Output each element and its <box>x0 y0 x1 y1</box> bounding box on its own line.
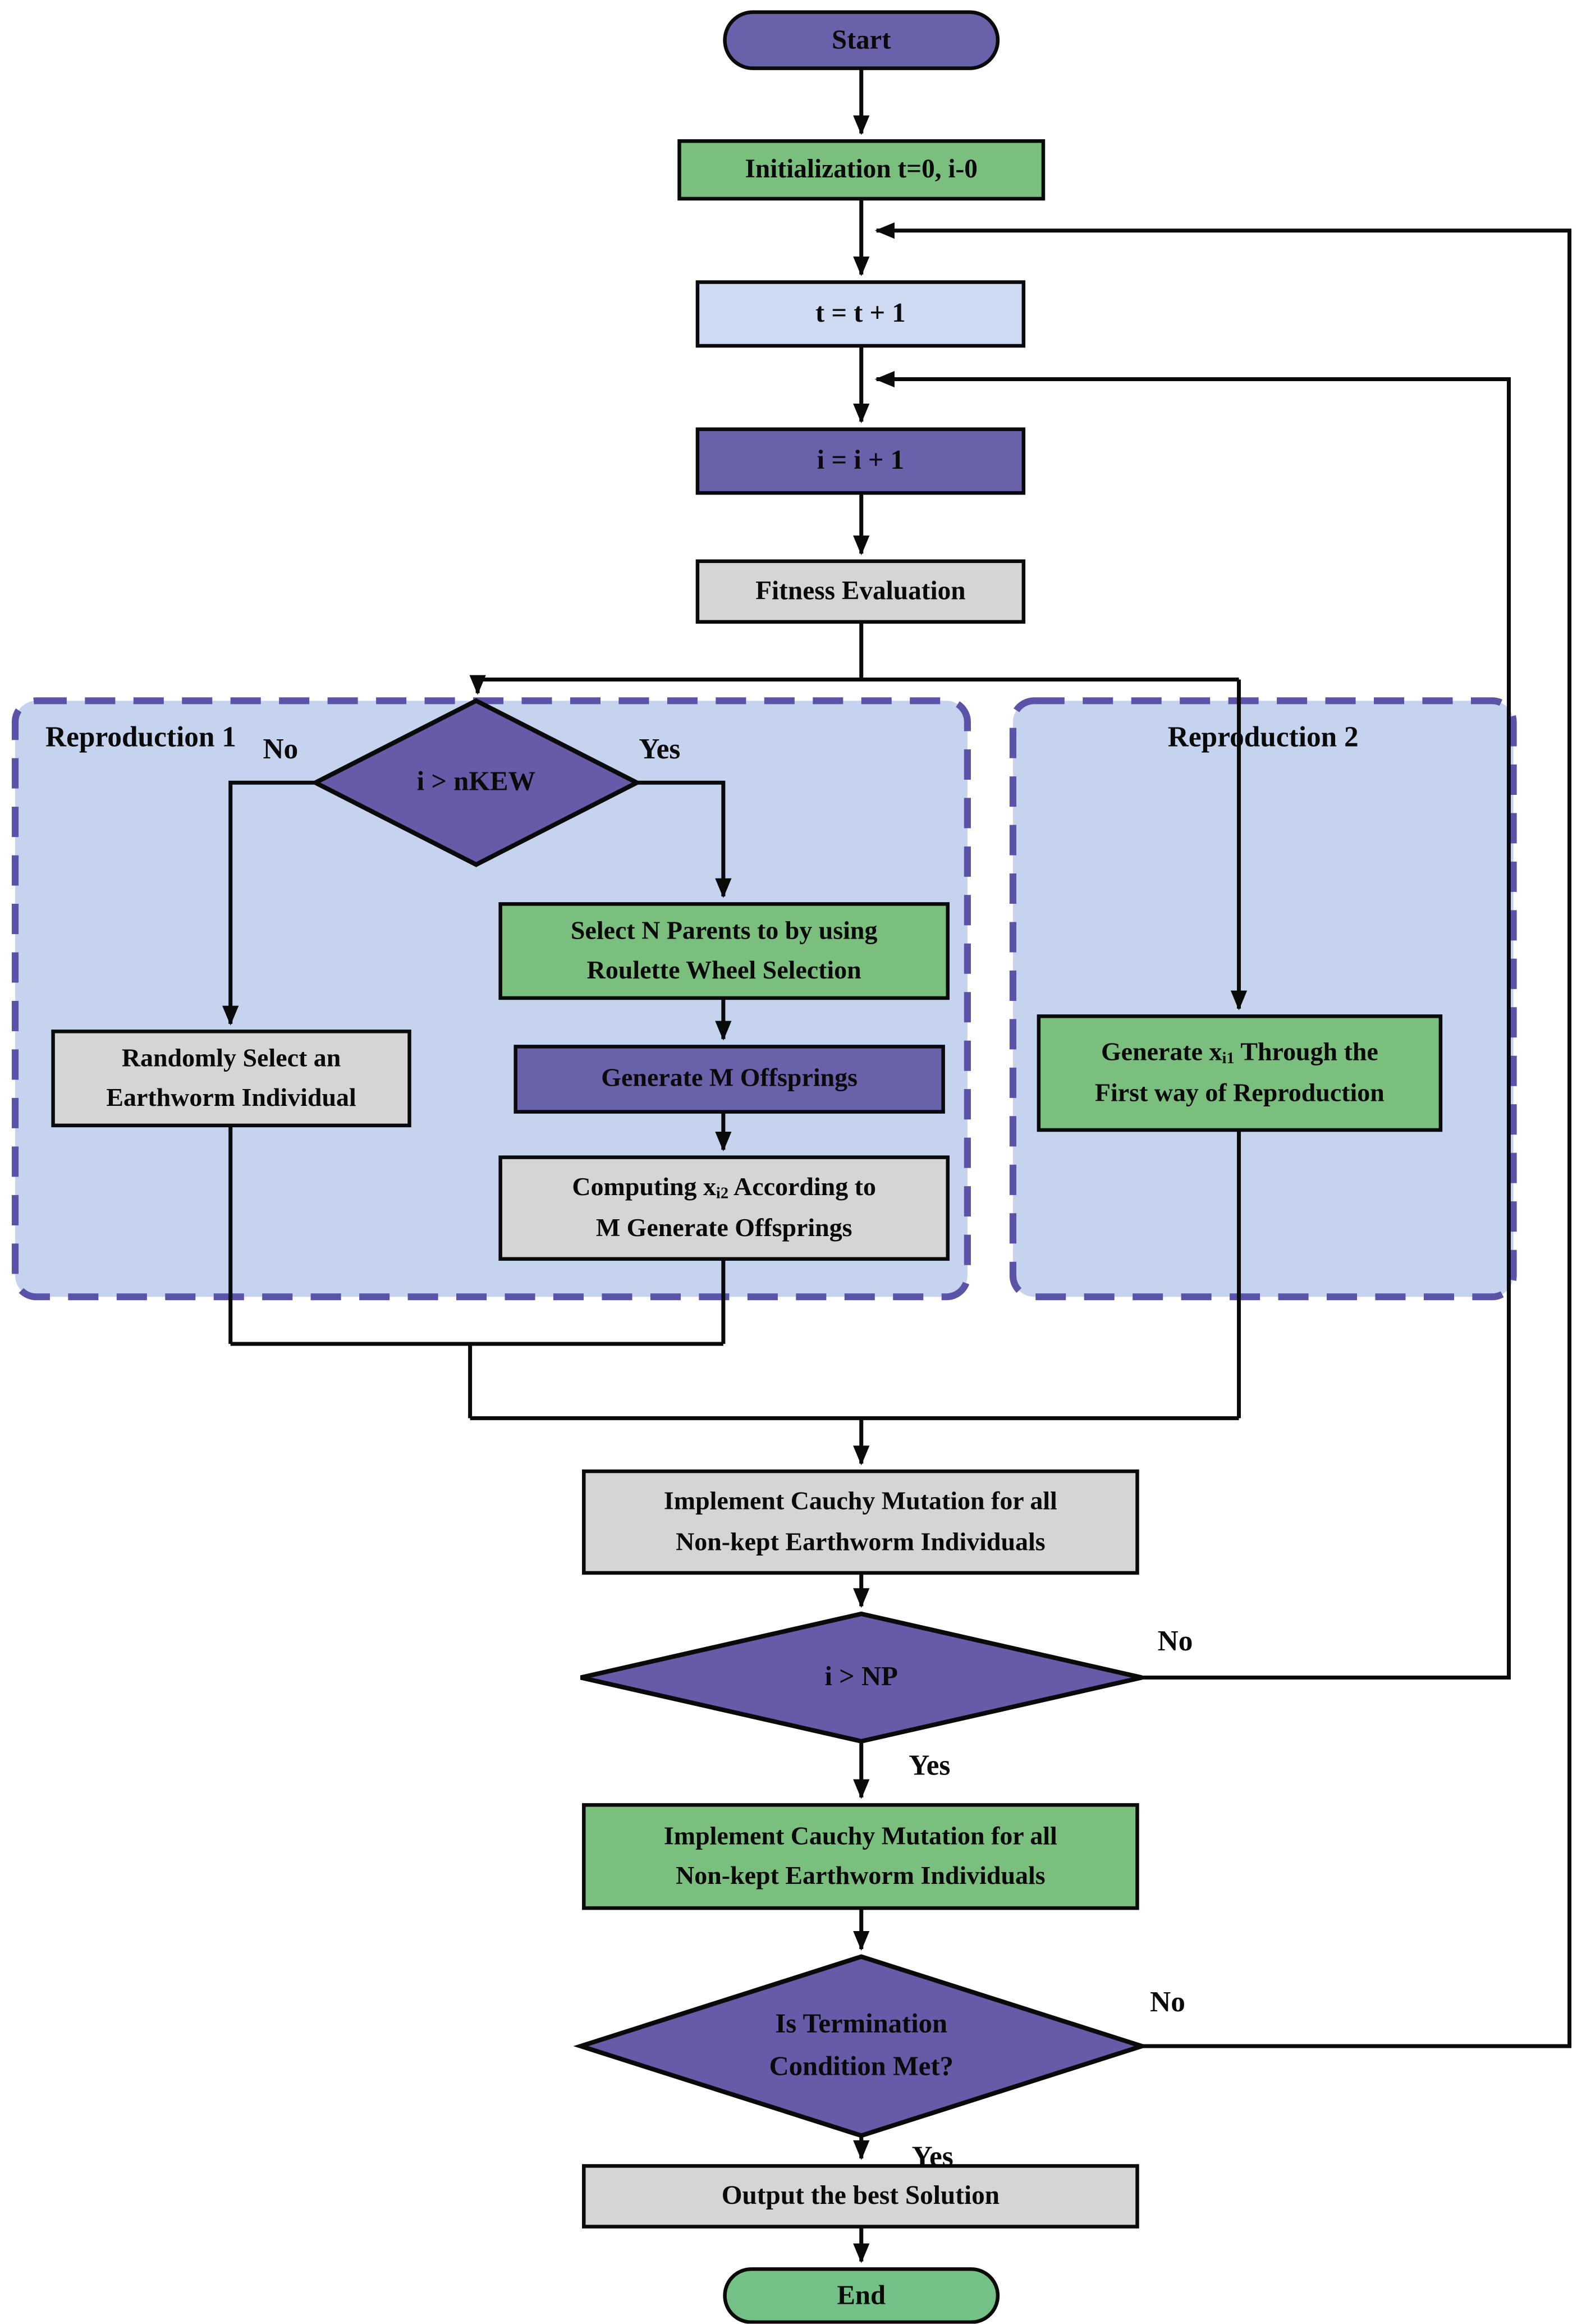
computing-xi2-node-shape <box>498 1155 950 1261</box>
cauchy-green-label: Implement Cauchy Mutation for all Non-ke… <box>584 1805 1137 1908</box>
random-select-node-shape <box>51 1030 411 1128</box>
computing-xi2-subscript: i2 <box>716 1186 729 1203</box>
select-parents-node-shape <box>498 902 950 1000</box>
termination-yes-label: Yes <box>911 2142 953 2174</box>
generate-xi1-line1: Generate xi1 Through the <box>1101 1033 1378 1073</box>
generate-m-node-shape <box>514 1045 945 1114</box>
select-parents-line2: Roulette Wheel Selection <box>586 955 861 985</box>
cauchy-gray-line2: Non-kept Earthworm Individuals <box>676 1526 1046 1556</box>
nkew-yes-label: Yes <box>639 734 681 766</box>
cauchy-green-node-shape <box>582 1803 1139 1910</box>
edge-np-no-loop <box>874 370 1511 1680</box>
reproduction2-region <box>1009 697 1517 1301</box>
nkew-no-label: No <box>263 734 299 766</box>
fitness-node-shape <box>695 559 1026 624</box>
np-no-label: No <box>1157 1626 1193 1658</box>
output-node-shape <box>582 2164 1139 2229</box>
np-decision-label: i > NP <box>824 1660 898 1691</box>
termination-no-label: No <box>1150 1987 1185 2019</box>
t-increment-label: t = t + 1 <box>815 297 906 328</box>
start-node-shape <box>723 10 1000 70</box>
select-parents-line1: Select N Parents to by using <box>570 916 878 945</box>
generate-xi1-node-shape <box>1037 1014 1443 1132</box>
i-increment-node-shape <box>695 427 1026 495</box>
cauchy-gray-label: Implement Cauchy Mutation for all Non-ke… <box>584 1471 1137 1573</box>
random-select-line1: Randomly Select an <box>121 1043 341 1072</box>
termination-decision-label: Is Termination Condition Met? <box>581 1957 1142 2136</box>
termination-decision-shape <box>573 1954 1149 2138</box>
t-increment-node-shape <box>695 280 1026 348</box>
computing-xi2-line2: M Generate Offsprings <box>595 1213 852 1242</box>
cauchy-green-line2: Non-kept Earthworm Individuals <box>676 1861 1046 1890</box>
end-node-shape <box>723 2267 1000 2324</box>
termination-line1: Is Termination <box>775 2008 948 2039</box>
start-label: Start <box>832 24 891 54</box>
cauchy-gray-node-shape <box>582 1469 1139 1575</box>
computing-xi2-pre: Computing x <box>572 1173 716 1202</box>
end-label: End <box>837 2279 886 2309</box>
np-decision-shape <box>580 1611 1143 1744</box>
nkew-decision-label: i > nKEW <box>416 766 536 797</box>
generate-xi1-post: Through the <box>1234 1037 1378 1067</box>
computing-xi2-line1: Computing xi2 According to <box>572 1168 876 1208</box>
computing-xi2-post: According to <box>728 1173 876 1202</box>
generate-xi1-subscript: i1 <box>1222 1051 1235 1068</box>
fitness-label: Fitness Evaluation <box>755 575 966 606</box>
generate-m-label: Generate M Offsprings <box>601 1063 858 1093</box>
i-increment-label: i = i + 1 <box>817 444 905 475</box>
reproduction2-label: Reproduction 2 <box>1167 722 1359 754</box>
edge-termination-no-loop <box>874 222 1572 2048</box>
edge-nkew-yes <box>636 780 732 898</box>
select-parents-label: Select N Parents to by using Roulette Wh… <box>501 904 948 998</box>
cauchy-gray-line1: Implement Cauchy Mutation for all <box>663 1486 1057 1516</box>
edge-nkew-no <box>222 780 316 1026</box>
cauchy-green-line1: Implement Cauchy Mutation for all <box>663 1821 1057 1850</box>
np-yes-label: Yes <box>909 1750 951 1782</box>
termination-line2: Condition Met? <box>769 2051 953 2081</box>
generate-xi1-line2: First way of Reproduction <box>1094 1077 1385 1107</box>
random-select-label: Randomly Select an Earthworm Individual <box>53 1031 410 1126</box>
output-label: Output the best Solution <box>721 2180 1000 2211</box>
init-label: Initialization t=0, i-0 <box>745 154 978 185</box>
init-node-shape <box>677 139 1046 201</box>
nkew-decision-shape <box>310 698 642 867</box>
generate-xi1-label: Generate xi1 Through the First way of Re… <box>1039 1016 1441 1130</box>
generate-xi1-pre: Generate x <box>1101 1037 1222 1067</box>
random-select-line2: Earthworm Individual <box>106 1083 356 1112</box>
reproduction1-label: Reproduction 1 <box>45 722 237 754</box>
computing-xi2-label: Computing xi2 According to M Generate Of… <box>501 1158 948 1259</box>
